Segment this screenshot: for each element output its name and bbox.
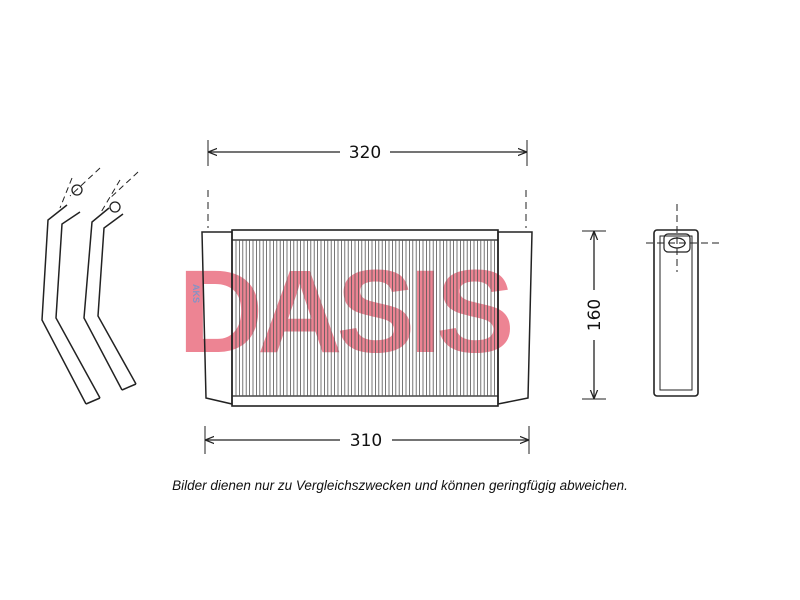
heater-pipes-icon xyxy=(41,167,139,405)
heater-core-icon xyxy=(201,190,533,407)
dimension-bottom-label: 310 xyxy=(350,431,382,451)
dimension-top: 320 xyxy=(207,140,528,166)
dimension-height-label: 160 xyxy=(585,299,605,331)
side-view-icon xyxy=(646,204,720,397)
dimension-top-label: 320 xyxy=(349,143,381,163)
disclaimer-caption: Bilder dienen nur zu Vergleichszwecken u… xyxy=(172,478,628,493)
dimension-bottom: 310 xyxy=(204,426,530,454)
watermark-side-text: AKS xyxy=(191,284,201,303)
core-fins xyxy=(235,240,495,396)
dimension-height: 160 xyxy=(582,230,606,400)
